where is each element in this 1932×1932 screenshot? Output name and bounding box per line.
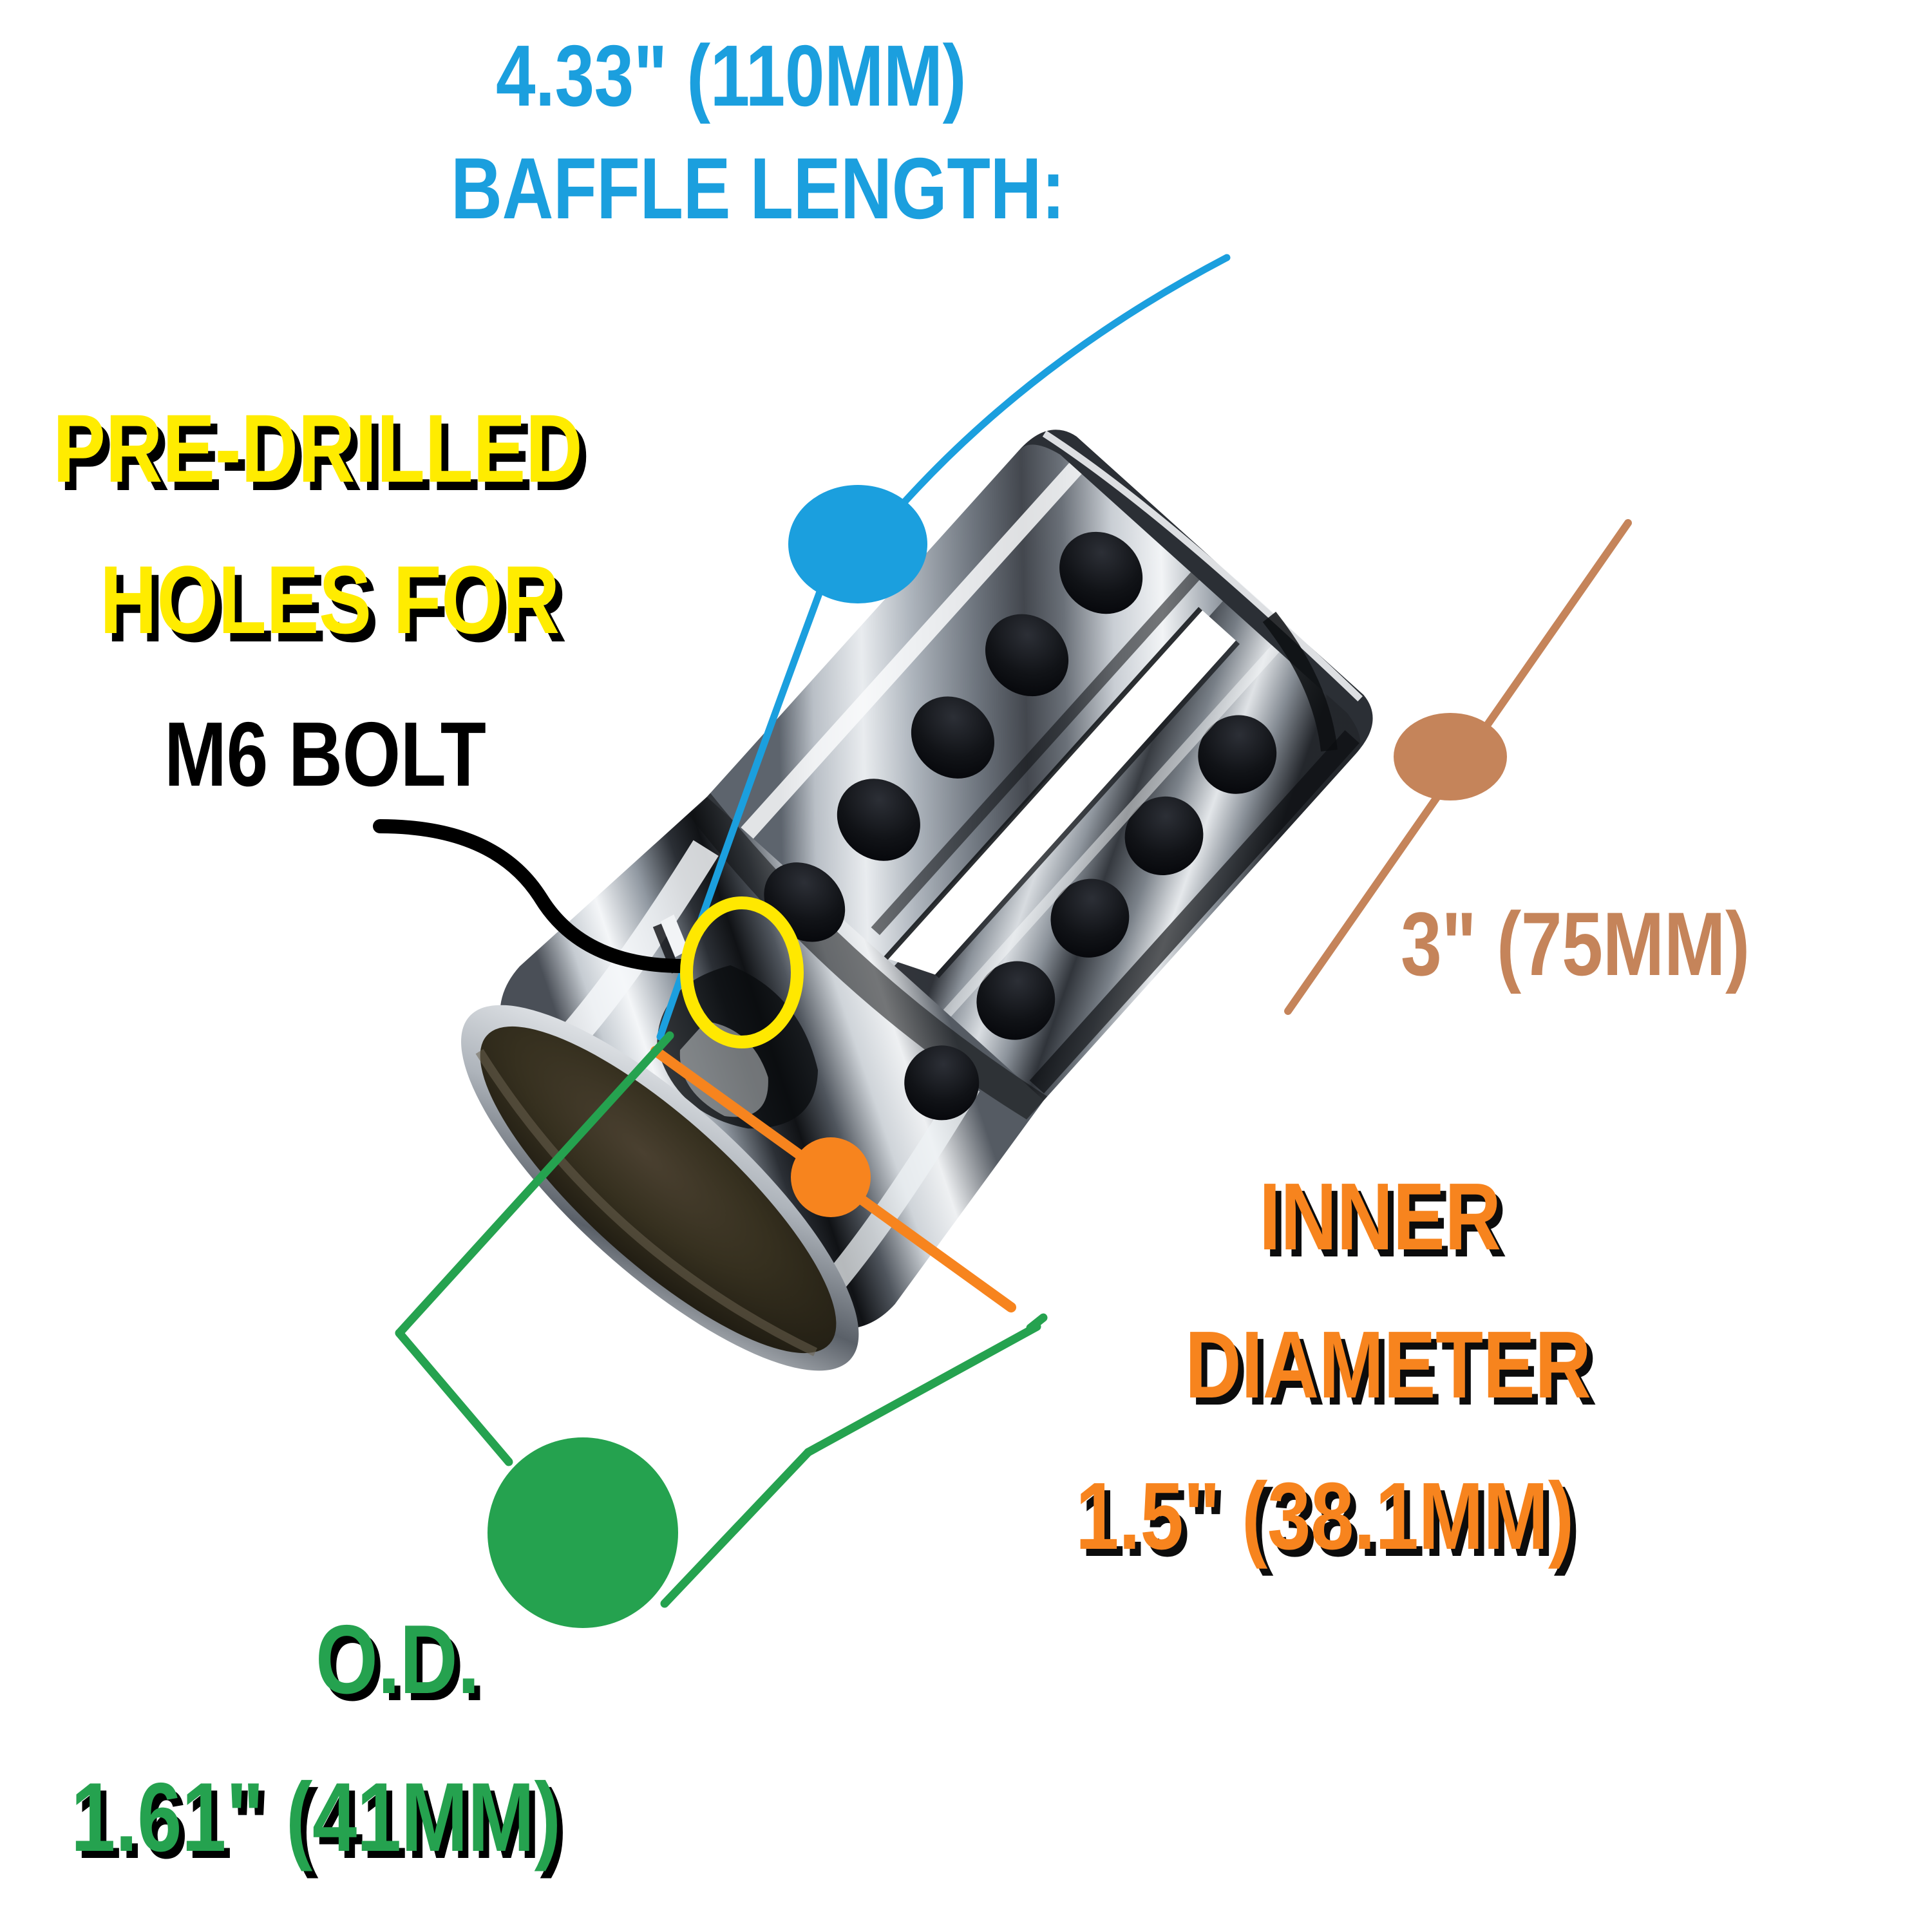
baffle-length-value: 4.33" (110MM) bbox=[496, 27, 967, 124]
baffle-bore bbox=[480, 1026, 837, 1354]
baffle-body bbox=[461, 430, 1373, 1371]
hole bbox=[1059, 531, 1143, 614]
hole-row-right bbox=[904, 715, 1277, 1121]
hole bbox=[837, 779, 920, 861]
hole bbox=[904, 1045, 980, 1121]
top-cap-highlight bbox=[1042, 430, 1363, 702]
yellow-ellipse-highlight[interactable] bbox=[680, 896, 804, 1048]
brown-ellipse-marker[interactable] bbox=[1394, 713, 1507, 800]
hole bbox=[1198, 715, 1277, 794]
pre-drilled-line-1: PRE-DRILLED bbox=[53, 394, 583, 502]
baffle-length-label: BAFFLE LENGTH: bbox=[451, 140, 1065, 237]
outer-length-value: 3" (75MM) bbox=[1401, 893, 1750, 994]
hole bbox=[1124, 796, 1204, 876]
orange-dot-marker[interactable] bbox=[791, 1137, 871, 1217]
baffle-slot bbox=[886, 609, 1236, 975]
od-bracket-upper-right bbox=[804, 1322, 1041, 1457]
green-dot-marker[interactable] bbox=[488, 1437, 678, 1628]
hole bbox=[976, 961, 1056, 1040]
hole bbox=[985, 614, 1069, 697]
inner-diameter-label-1: INNER bbox=[1259, 1164, 1501, 1270]
inner-diameter-value: 1.5" (38.1MM) bbox=[1075, 1463, 1574, 1569]
m6-bolt-label: M6 BOLT bbox=[164, 703, 486, 806]
barrel-specular-1 bbox=[741, 462, 1082, 839]
od-label: O.D. bbox=[316, 1605, 480, 1714]
barrel-specular-2 bbox=[943, 645, 1280, 1017]
barrel-core-shadow bbox=[871, 572, 1200, 936]
pre-drilled-line-2: HOLES FOR bbox=[100, 545, 560, 654]
blue-dot-marker[interactable] bbox=[788, 485, 927, 603]
od-bracket-tip bbox=[1026, 1313, 1048, 1332]
od-bracket-lower-right bbox=[660, 1448, 813, 1608]
barrel-edge-shadow bbox=[1029, 730, 1359, 1094]
inner-diameter-label-2: DIAMETER bbox=[1185, 1312, 1591, 1418]
top-cap-shadow bbox=[1262, 611, 1338, 752]
od-bracket-lower-left bbox=[395, 1329, 513, 1466]
od-value: 1.61" (41MM) bbox=[71, 1763, 561, 1872]
m6-bolt-leader bbox=[373, 819, 690, 973]
m6-bolt-hole bbox=[660, 914, 689, 958]
od-bracket-upper-left bbox=[395, 1031, 674, 1338]
hole bbox=[911, 696, 994, 779]
slot-edge-left bbox=[884, 607, 1203, 960]
slot-edge-right bbox=[935, 640, 1240, 978]
baffle-length-leader-upper bbox=[895, 254, 1231, 513]
hole bbox=[1050, 878, 1130, 958]
bore-inner-highlight bbox=[475, 1048, 818, 1356]
